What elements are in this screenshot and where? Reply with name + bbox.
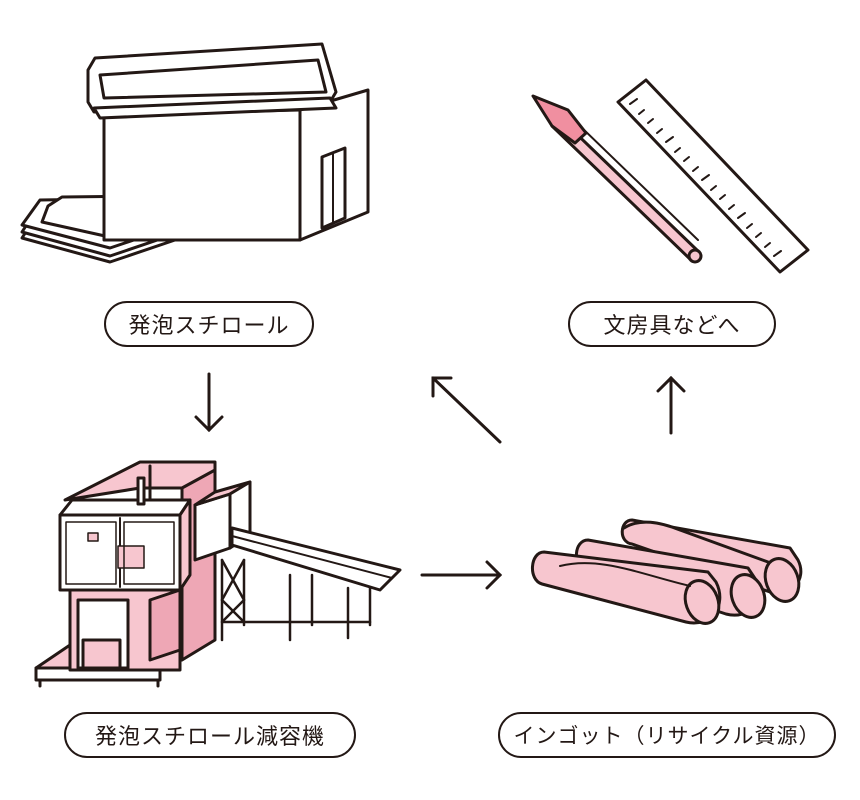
ingots-icon (531, 518, 803, 625)
foam-label: 発泡スチロール (104, 301, 314, 347)
arrow-up-left (431, 376, 502, 444)
arrow-up (656, 375, 686, 435)
arrow-right (420, 560, 503, 590)
ingot-label: インゴット（リサイクル資源） (498, 712, 836, 758)
pen-icon (531, 94, 703, 264)
arrow-down (194, 372, 224, 433)
styrofoam-box-icon (86, 42, 370, 242)
volume-reduction-machine-label: 発泡スチロール減容機 (64, 712, 356, 758)
stationery-label: 文房具などへ (568, 301, 776, 347)
ruler-icon (616, 78, 810, 274)
volume-reduction-machine-icon (34, 460, 402, 688)
